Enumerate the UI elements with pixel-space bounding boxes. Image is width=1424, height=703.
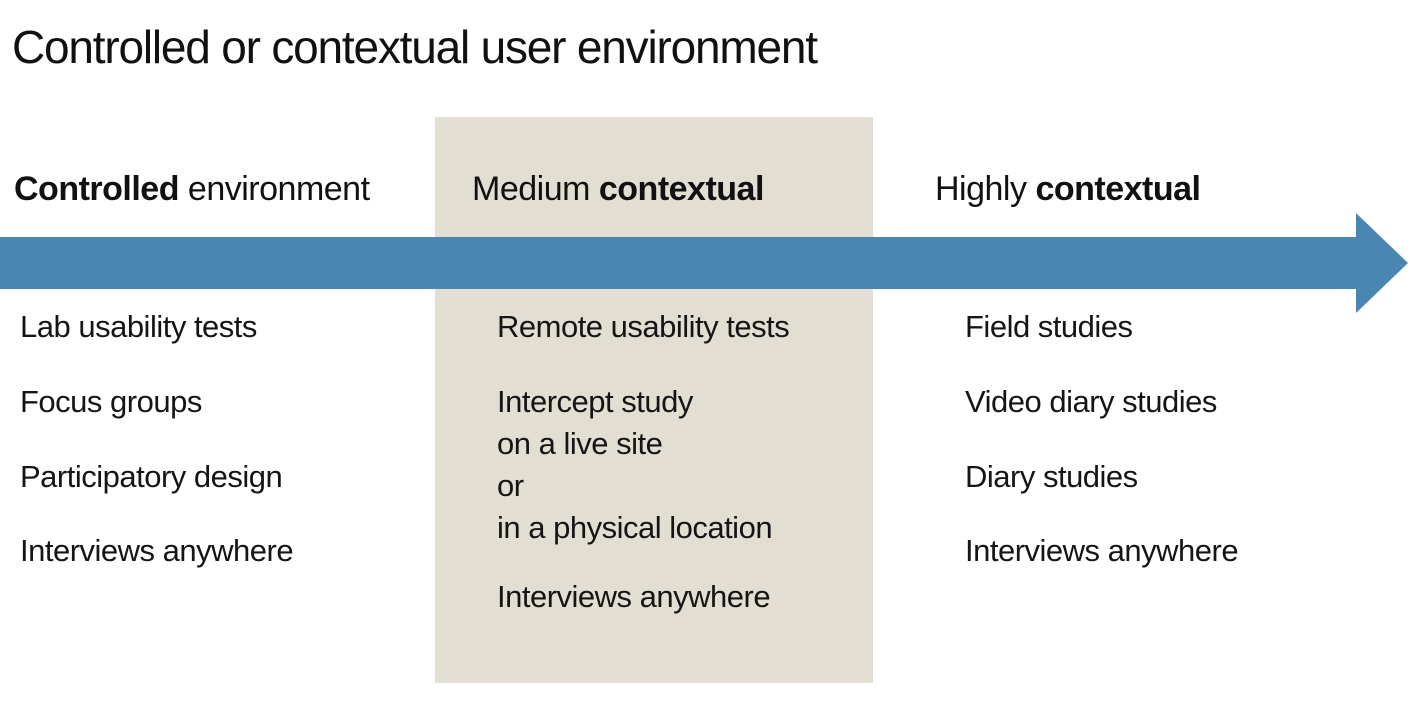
list-item: Interviews anywhere [20,533,294,568]
list-item: Remote usability tests [497,309,790,344]
column-header-medium-contextual: Medium contextual [472,170,764,209]
list-item: Interviews anywhere [497,579,771,614]
list-item: Field studies [965,309,1133,344]
column-header-controlled: Controlled environment [14,170,370,209]
header-regular-text: environment [178,170,370,208]
header-regular-text: Highly [935,170,1036,208]
header-bold-text: Controlled [14,170,179,208]
column-header-highly-contextual: Highly contextual [935,170,1201,209]
header-bold-text: contextual [598,170,765,208]
list-item: Participatory design [20,459,283,494]
list-item: Intercept study on a live site or in a p… [497,384,773,545]
list-item: Lab usability tests [20,309,257,344]
medium-contextual-highlight-box [435,117,873,683]
spectrum-arrow-head-icon [1356,213,1408,313]
list-item: Video diary studies [965,384,1217,419]
header-bold-text: contextual [1035,170,1201,208]
list-item: Focus groups [20,384,202,419]
list-item: Interviews anywhere [965,533,1239,568]
list-item: Diary studies [965,459,1138,494]
page-title: Controlled or contextual user environmen… [12,21,818,73]
header-regular-text: Medium [472,170,599,208]
spectrum-arrow-body [0,237,1356,289]
